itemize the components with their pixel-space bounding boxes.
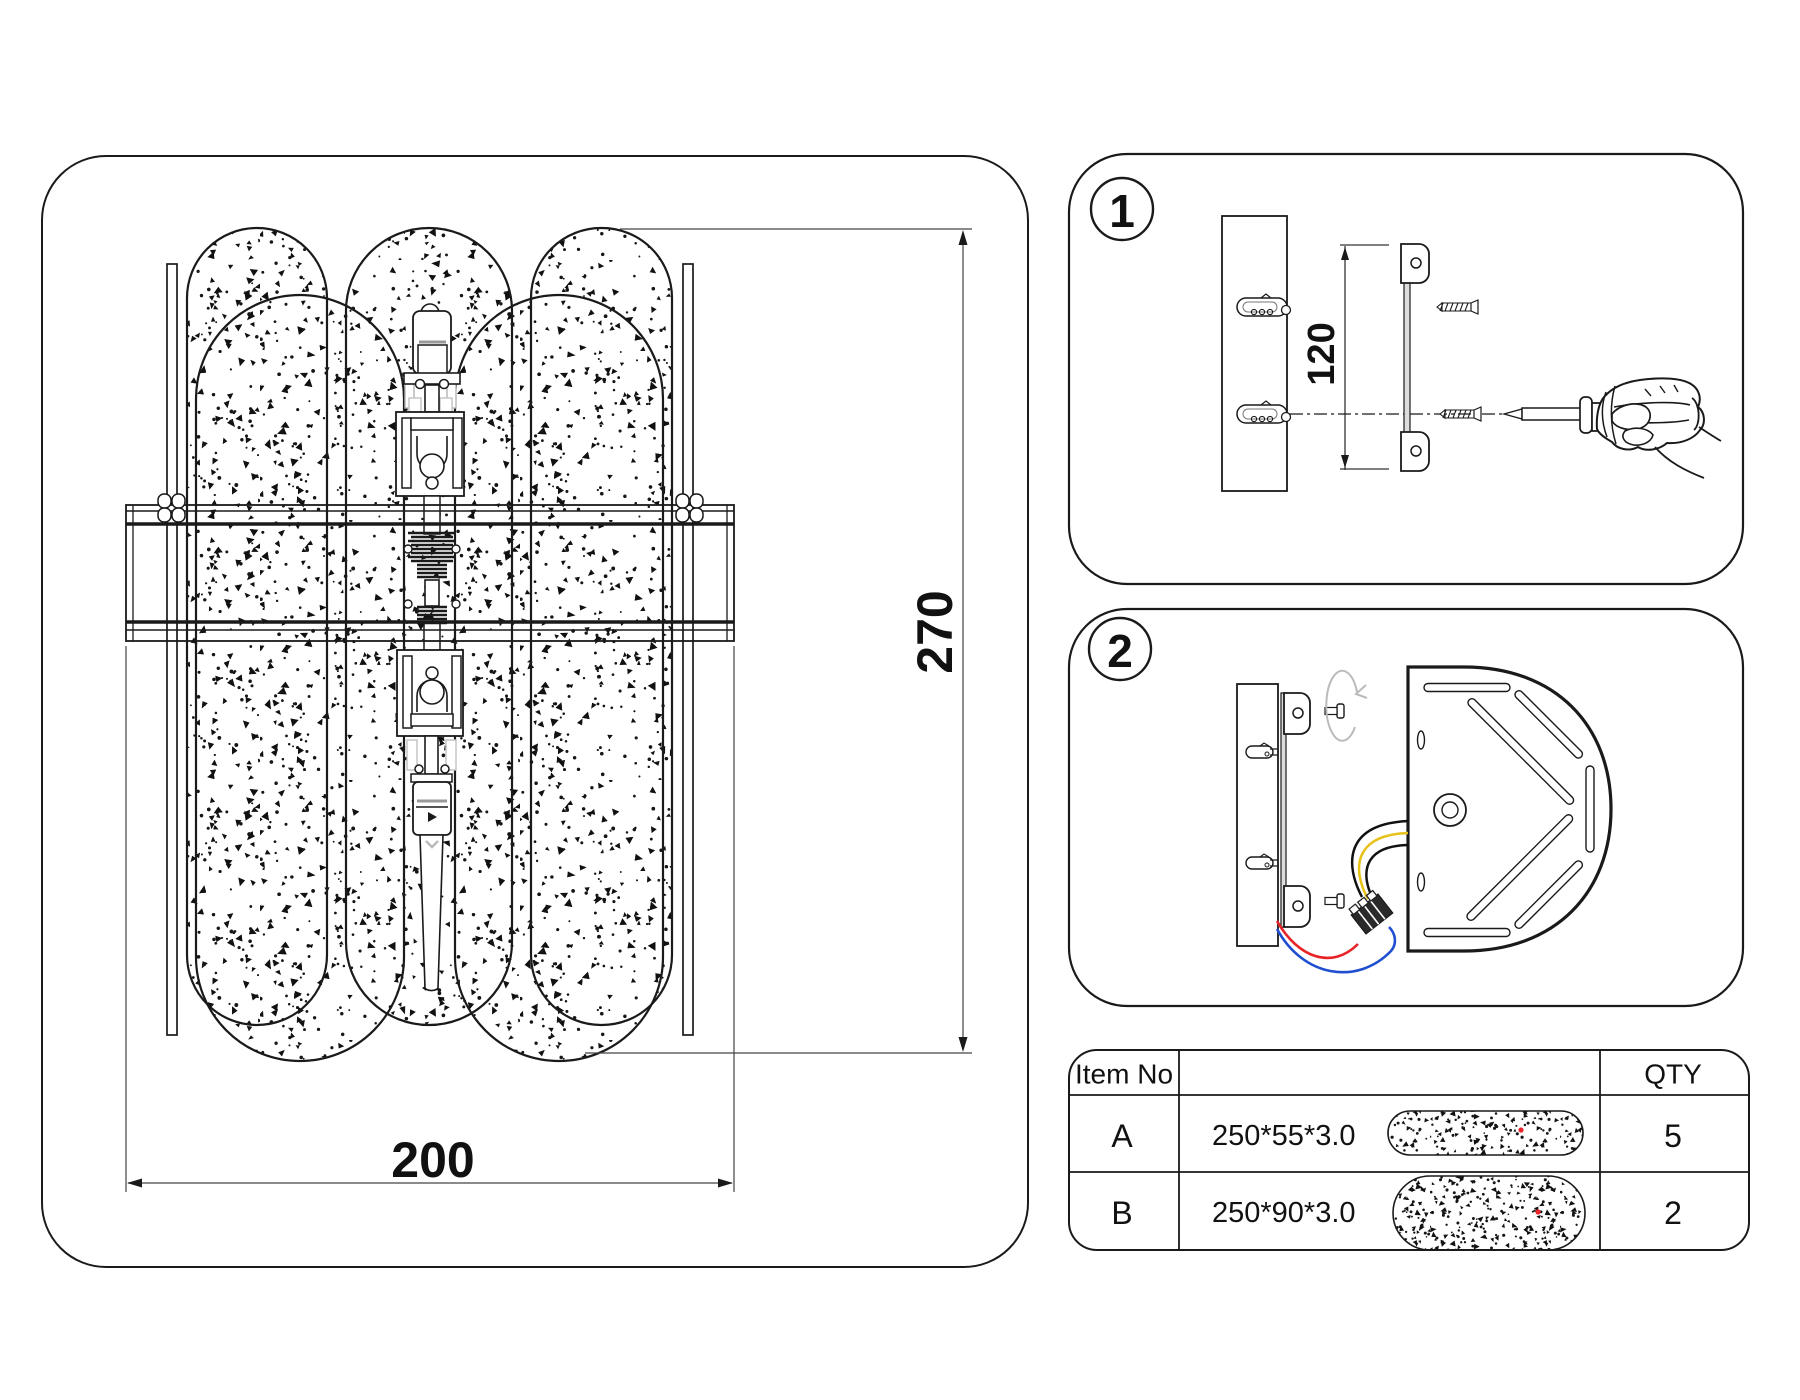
svg-text:270: 270 (907, 590, 963, 673)
svg-text:2: 2 (1664, 1195, 1682, 1231)
svg-text:250*90*3.0: 250*90*3.0 (1212, 1197, 1356, 1229)
svg-text:QTY: QTY (1644, 1059, 1702, 1090)
svg-text:2: 2 (1107, 625, 1133, 677)
svg-text:120: 120 (1301, 322, 1343, 385)
svg-text:5: 5 (1664, 1118, 1682, 1154)
svg-text:1: 1 (1109, 185, 1135, 237)
svg-text:B: B (1111, 1195, 1132, 1231)
svg-text:250*55*3.0: 250*55*3.0 (1212, 1120, 1356, 1152)
svg-text:Item No: Item No (1075, 1059, 1173, 1090)
svg-text:200: 200 (391, 1132, 474, 1188)
svg-text:A: A (1111, 1118, 1133, 1154)
